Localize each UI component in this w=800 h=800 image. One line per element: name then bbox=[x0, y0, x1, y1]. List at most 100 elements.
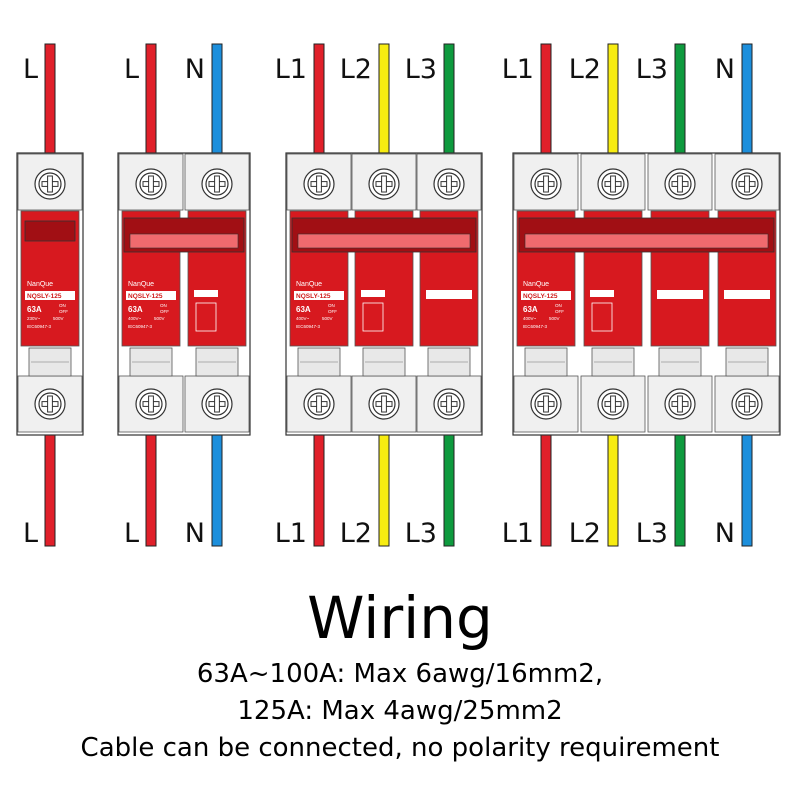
label-bottom-l3: L3 bbox=[636, 518, 668, 549]
brand-label: NanQue bbox=[523, 281, 549, 288]
on-label: ON bbox=[328, 303, 335, 308]
label-bottom-n: N bbox=[185, 518, 205, 549]
model-plate bbox=[25, 291, 75, 300]
blank-plate bbox=[590, 290, 614, 297]
label-top-l1: L1 bbox=[502, 54, 534, 85]
screw-top-slot-v bbox=[677, 175, 683, 193]
off-label: OFF bbox=[59, 309, 68, 314]
off-label: OFF bbox=[160, 309, 169, 314]
screw-bottom-slot-v bbox=[214, 395, 220, 413]
screw-bottom-slot-v bbox=[381, 395, 387, 413]
screw-bottom-slot-v bbox=[148, 395, 154, 413]
wire-bottom-l3 bbox=[674, 419, 686, 547]
screw-top-slot-v bbox=[744, 175, 750, 193]
screw-top-slot-v bbox=[148, 175, 154, 193]
wire-bottom-l bbox=[44, 419, 56, 547]
off-label: OFF bbox=[328, 309, 337, 314]
model-plate bbox=[294, 291, 344, 300]
label-top-n: N bbox=[715, 54, 735, 85]
label-bottom-l2: L2 bbox=[569, 518, 601, 549]
screw-top-slot-v bbox=[381, 175, 387, 193]
screw-bottom-slot-v bbox=[543, 395, 549, 413]
screw-top-slot-v bbox=[446, 175, 452, 193]
screw-top-slot-v bbox=[543, 175, 549, 193]
handle bbox=[24, 220, 76, 242]
handle-grip bbox=[129, 233, 239, 249]
off-label: OFF bbox=[555, 309, 564, 314]
on-label: ON bbox=[555, 303, 562, 308]
brand-label: NanQue bbox=[128, 281, 154, 288]
contact-schematic bbox=[195, 302, 217, 332]
screw-bottom-slot-v bbox=[47, 395, 53, 413]
label-top-n: N bbox=[185, 54, 205, 85]
label-bottom-l3: L3 bbox=[405, 518, 437, 549]
caption: Wiring 63A~100A: Max 6awg/16mm2, 125A: M… bbox=[0, 580, 800, 767]
model-label: NQSLY-125 bbox=[296, 293, 331, 300]
screw-top-slot-v bbox=[316, 175, 322, 193]
label-top-l3: L3 bbox=[636, 54, 668, 85]
rating-label: 63A bbox=[523, 305, 538, 314]
model-label: NQSLY-125 bbox=[128, 293, 163, 300]
screw-top-slot-v bbox=[214, 175, 220, 193]
wire-bottom-n bbox=[741, 419, 753, 547]
label-top-l1: L1 bbox=[275, 54, 307, 85]
label-bottom-l: L bbox=[23, 518, 38, 549]
wire-bottom-l3 bbox=[443, 419, 455, 547]
handle-grip bbox=[297, 233, 471, 249]
voltage-label: 230V~ bbox=[27, 316, 41, 321]
screw-bottom-slot-v bbox=[446, 395, 452, 413]
model-label: NQSLY-125 bbox=[27, 293, 62, 300]
screw-top-slot-v bbox=[610, 175, 616, 193]
wire-bottom-l1 bbox=[313, 419, 325, 547]
standard-label: IEC60947-3 bbox=[523, 324, 548, 329]
wire-bottom-l bbox=[145, 419, 157, 547]
label-bottom-n: N bbox=[715, 518, 735, 549]
label-bottom-l: L bbox=[124, 518, 139, 549]
caption-line-1: 63A~100A: Max 6awg/16mm2, bbox=[196, 659, 604, 689]
label-top-l2: L2 bbox=[569, 54, 601, 85]
on-label: ON bbox=[160, 303, 167, 308]
blank-plate bbox=[361, 290, 385, 297]
screw-bottom-slot-v bbox=[677, 395, 683, 413]
model-plate bbox=[126, 291, 176, 300]
label-top-l: L bbox=[23, 54, 38, 85]
caption-line-2: 125A: Max 4awg/25mm2 bbox=[237, 696, 563, 726]
screw-bottom-slot-v bbox=[610, 395, 616, 413]
blank-plate bbox=[657, 290, 703, 299]
model-label: NQSLY-125 bbox=[523, 293, 558, 300]
wire-bottom-l1 bbox=[540, 419, 552, 547]
wire-bottom-l2 bbox=[607, 419, 619, 547]
wire-bottom-n bbox=[211, 419, 223, 547]
contact-schematic bbox=[591, 302, 613, 332]
rating-label: 63A bbox=[296, 305, 311, 314]
standard-label: IEC60947-3 bbox=[296, 324, 321, 329]
blank-plate bbox=[194, 290, 218, 297]
dc-label: 500V bbox=[549, 316, 560, 321]
voltage-label: 400V~ bbox=[128, 316, 142, 321]
brand-label: NanQue bbox=[296, 281, 322, 288]
dc-label: 500V bbox=[53, 316, 64, 321]
rating-label: 63A bbox=[27, 305, 42, 314]
handle-grip bbox=[524, 233, 769, 249]
standard-label: IEC60947-3 bbox=[128, 324, 153, 329]
blank-plate bbox=[426, 290, 472, 299]
voltage-label: 400V~ bbox=[296, 316, 310, 321]
caption-line-3: Cable can be connected, no polarity requ… bbox=[80, 733, 720, 763]
terminal-top bbox=[17, 153, 83, 211]
voltage-label: 400V~ bbox=[523, 316, 537, 321]
label-top-l3: L3 bbox=[405, 54, 437, 85]
label-top-l: L bbox=[124, 54, 139, 85]
contact-schematic bbox=[362, 302, 384, 332]
dc-label: 500V bbox=[322, 316, 333, 321]
label-bottom-l2: L2 bbox=[340, 518, 372, 549]
model-plate bbox=[521, 291, 571, 300]
rating-label: 63A bbox=[128, 305, 143, 314]
label-top-l2: L2 bbox=[340, 54, 372, 85]
dc-label: 500V bbox=[154, 316, 165, 321]
on-label: ON bbox=[59, 303, 66, 308]
